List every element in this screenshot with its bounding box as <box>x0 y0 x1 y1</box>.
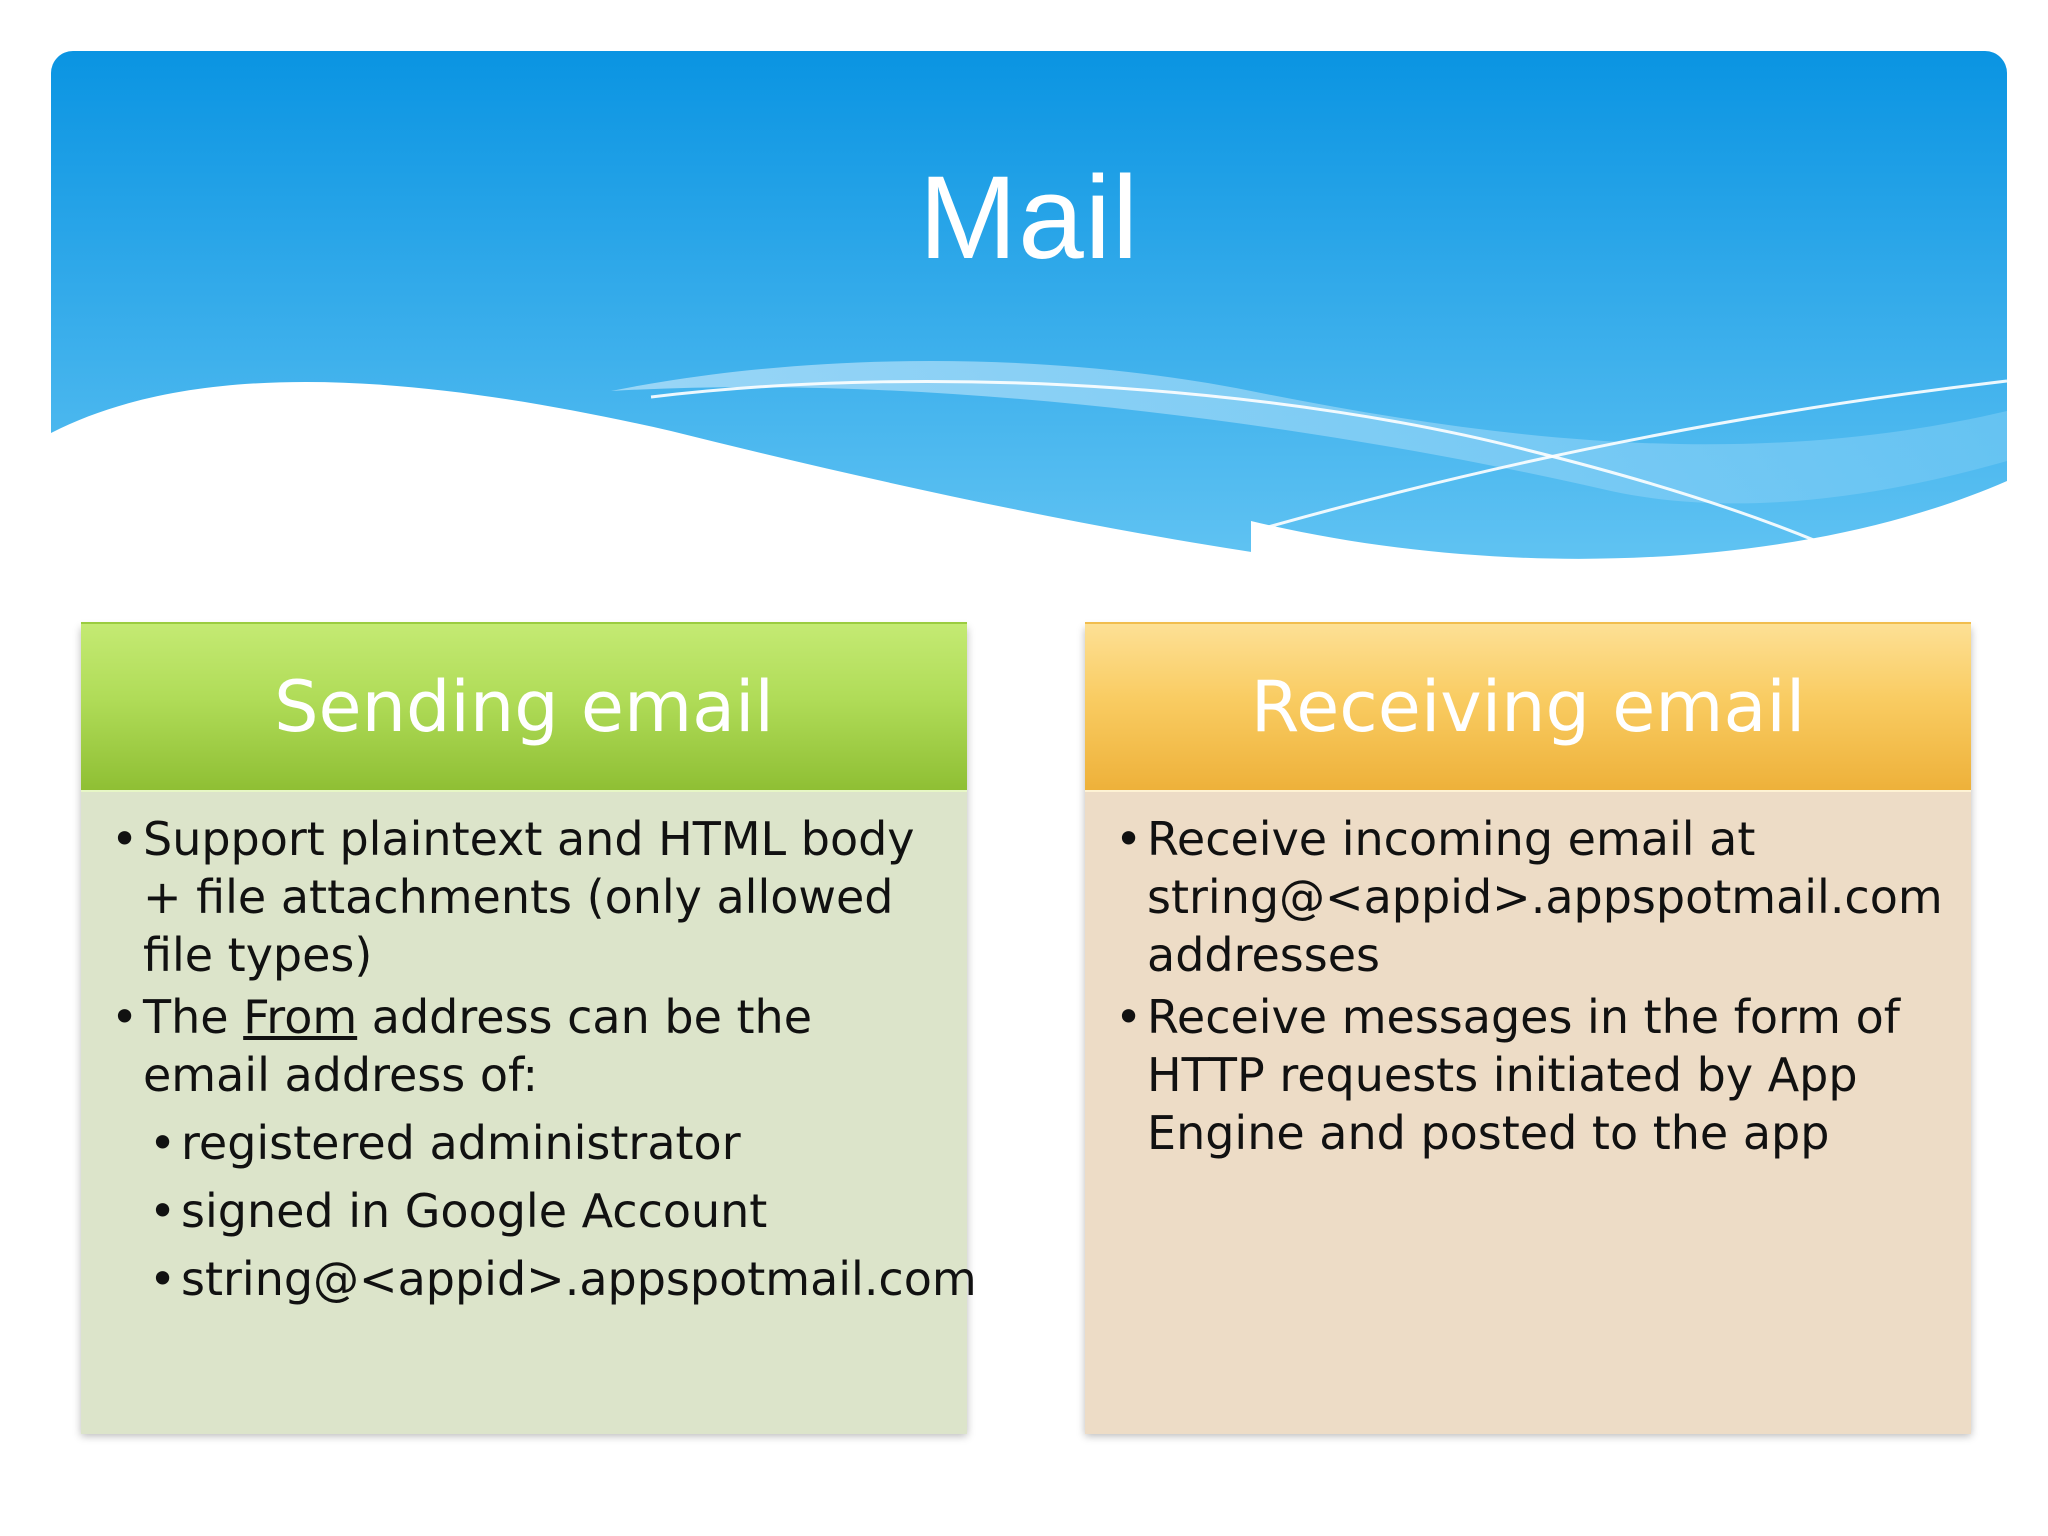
sub-list-item: string@<appid>.appspotmail.com <box>149 1250 977 1308</box>
sending-email-heading: Sending email <box>81 622 967 792</box>
wave-decoration <box>51 51 2007 571</box>
slide-title: Mail <box>918 152 1140 284</box>
list-item: Receive messages in the form of HTTP req… <box>1115 988 1941 1162</box>
bullet-text: The <box>143 990 244 1044</box>
sub-list-item: signed in Google Account <box>149 1182 937 1240</box>
from-underlined-text: From <box>243 990 358 1044</box>
bullet-text: address can be the email address of: <box>143 990 812 1102</box>
list-item: The From address can be the email addres… <box>111 988 937 1104</box>
receiving-email-body: Receive incoming email at string@<appid>… <box>1085 792 1971 1434</box>
sending-email-panel: Sending email Support plaintext and HTML… <box>81 622 977 1434</box>
receiving-email-heading: Receiving email <box>1085 622 1971 792</box>
title-banner <box>51 51 2007 571</box>
list-item: Support plaintext and HTML body + file a… <box>111 810 937 984</box>
sending-email-body: Support plaintext and HTML body + file a… <box>81 792 977 1434</box>
list-item: Receive incoming email at string@<appid>… <box>1115 810 1943 984</box>
receiving-email-panel: Receiving email Receive incoming email a… <box>1085 622 1971 1434</box>
sub-list-item: registered administrator <box>149 1114 937 1172</box>
